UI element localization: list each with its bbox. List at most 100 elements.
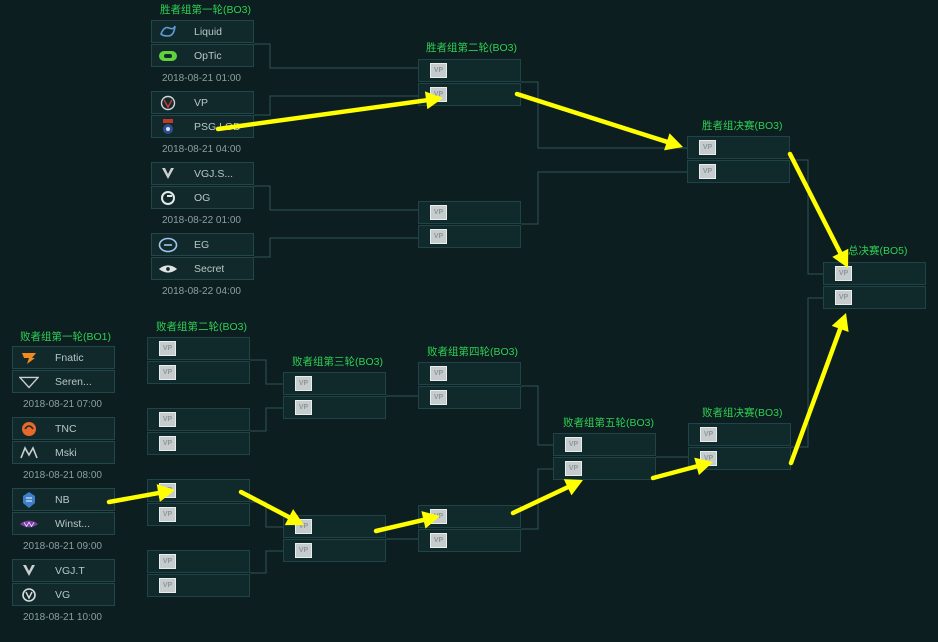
placeholder-logo-icon: VP (430, 390, 447, 405)
empty-slot[interactable]: VP (418, 83, 521, 106)
bracket-connector-line (521, 468, 553, 530)
round-title-lower-r1: 败者组第一轮(BO1) (20, 331, 112, 343)
team-name: VG (55, 589, 71, 601)
placeholder-logo-icon: VP (430, 229, 447, 244)
team-slot[interactable]: Fnatic (12, 346, 115, 369)
empty-slot[interactable]: VP (147, 361, 250, 384)
team-slot[interactable]: VGJ.S... (151, 162, 254, 185)
empty-slot[interactable]: VP (147, 479, 250, 502)
team-slot[interactable]: Mski (12, 441, 115, 464)
match-date: 2018-08-22 04:00 (162, 286, 241, 297)
vgj-thunder-logo-icon (19, 562, 39, 580)
empty-slot[interactable]: VP (283, 515, 386, 538)
vg-logo-icon (19, 586, 39, 604)
team-slot[interactable]: Liquid (151, 20, 254, 43)
empty-slot[interactable]: VP (418, 225, 521, 248)
empty-slot[interactable]: VP (418, 505, 521, 528)
round-title-upper-r2: 胜者组第二轮(BO3) (426, 42, 518, 54)
empty-slot[interactable]: VP (283, 539, 386, 562)
liquid-logo-icon (158, 23, 178, 41)
bracket-connector-line (791, 159, 823, 275)
placeholder-logo-icon: VP (295, 400, 312, 415)
placeholder-logo-icon: VP (159, 578, 176, 593)
empty-slot[interactable]: VP (147, 408, 250, 431)
placeholder-logo-icon: VP (159, 507, 176, 522)
empty-slot[interactable]: VP (687, 136, 790, 159)
empty-slot[interactable]: VP (823, 262, 926, 285)
empty-slot[interactable]: VP (147, 550, 250, 573)
team-name: Mski (55, 447, 77, 459)
placeholder-logo-icon: VP (565, 437, 582, 452)
empty-slot[interactable]: VP (688, 447, 791, 470)
round-title-grand-final: 总决赛(BO5) (848, 245, 908, 257)
empty-slot[interactable]: VP (418, 201, 521, 224)
empty-slot[interactable]: VP (418, 529, 521, 552)
empty-slot[interactable]: VP (688, 423, 791, 446)
empty-slot[interactable]: VP (418, 386, 521, 409)
team-slot[interactable]: VGJ.T (12, 559, 115, 582)
empty-slot[interactable]: VP (553, 457, 656, 480)
team-slot[interactable]: OG (151, 186, 254, 209)
team-name: VP (194, 97, 209, 109)
placeholder-logo-icon: VP (295, 519, 312, 534)
team-name: EG (194, 239, 210, 251)
bracket-connector-line (250, 407, 283, 432)
placeholder-logo-icon: VP (159, 412, 176, 427)
empty-slot[interactable]: VP (823, 286, 926, 309)
bracket-connector-line (250, 550, 283, 574)
placeholder-logo-icon: VP (159, 436, 176, 451)
round-title-lower-r4: 败者组第四轮(BO3) (427, 346, 519, 358)
team-slot[interactable]: TNC (12, 417, 115, 440)
placeholder-logo-icon: VP (159, 341, 176, 356)
mineski-logo-icon (19, 444, 39, 462)
bracket-connector-line (254, 95, 418, 116)
placeholder-logo-icon: VP (430, 205, 447, 220)
team-slot[interactable]: VP (151, 91, 254, 114)
empty-slot[interactable]: VP (147, 503, 250, 526)
placeholder-logo-icon: VP (430, 63, 447, 78)
psg-lgd-logo-icon (158, 118, 178, 136)
empty-slot[interactable]: VP (687, 160, 790, 183)
tnc-logo-icon (19, 420, 39, 438)
bracket-connector-line (521, 81, 687, 149)
winstrike-logo-icon (19, 515, 39, 533)
team-slot[interactable]: Secret (151, 257, 254, 280)
empty-slot[interactable]: VP (283, 372, 386, 395)
round-title-lower-r2: 败者组第二轮(BO3) (156, 321, 248, 333)
placeholder-logo-icon: VP (699, 164, 716, 179)
bracket-connector-line (791, 297, 823, 448)
team-slot[interactable]: NB (12, 488, 115, 511)
empty-slot[interactable]: VP (418, 362, 521, 385)
round-title-lower-r3: 败者组第三轮(BO3) (292, 356, 384, 368)
match-date: 2018-08-21 07:00 (23, 399, 102, 410)
secret-logo-icon (158, 260, 178, 278)
bracket-connector-line (254, 43, 418, 69)
empty-slot[interactable]: VP (283, 396, 386, 419)
round-title-lower-r5: 败者组第五轮(BO3) (563, 417, 655, 429)
empty-slot[interactable]: VP (147, 574, 250, 597)
placeholder-logo-icon: VP (295, 376, 312, 391)
team-name: TNC (55, 423, 77, 435)
placeholder-logo-icon: VP (565, 461, 582, 476)
match-date: 2018-08-21 09:00 (23, 541, 102, 552)
vp-logo-icon (158, 94, 178, 112)
placeholder-logo-icon: VP (835, 266, 852, 281)
team-slot[interactable]: EG (151, 233, 254, 256)
team-slot[interactable]: VG (12, 583, 115, 606)
empty-slot[interactable]: VP (147, 337, 250, 360)
team-slot[interactable]: PSG.LGD (151, 115, 254, 138)
placeholder-logo-icon: VP (159, 365, 176, 380)
empty-slot[interactable]: VP (553, 433, 656, 456)
placeholder-logo-icon: VP (700, 427, 717, 442)
empty-slot[interactable]: VP (147, 432, 250, 455)
team-slot[interactable]: OpTic (151, 44, 254, 67)
team-slot[interactable]: Winst... (12, 512, 115, 535)
empty-slot[interactable]: VP (418, 59, 521, 82)
team-name: Fnatic (55, 352, 84, 364)
bracket-connector-line (254, 185, 418, 211)
team-name: OpTic (194, 50, 222, 62)
team-slot[interactable]: Seren... (12, 370, 115, 393)
match-date: 2018-08-22 01:00 (162, 215, 241, 226)
team-name: VGJ.S... (194, 168, 234, 180)
placeholder-logo-icon: VP (430, 366, 447, 381)
